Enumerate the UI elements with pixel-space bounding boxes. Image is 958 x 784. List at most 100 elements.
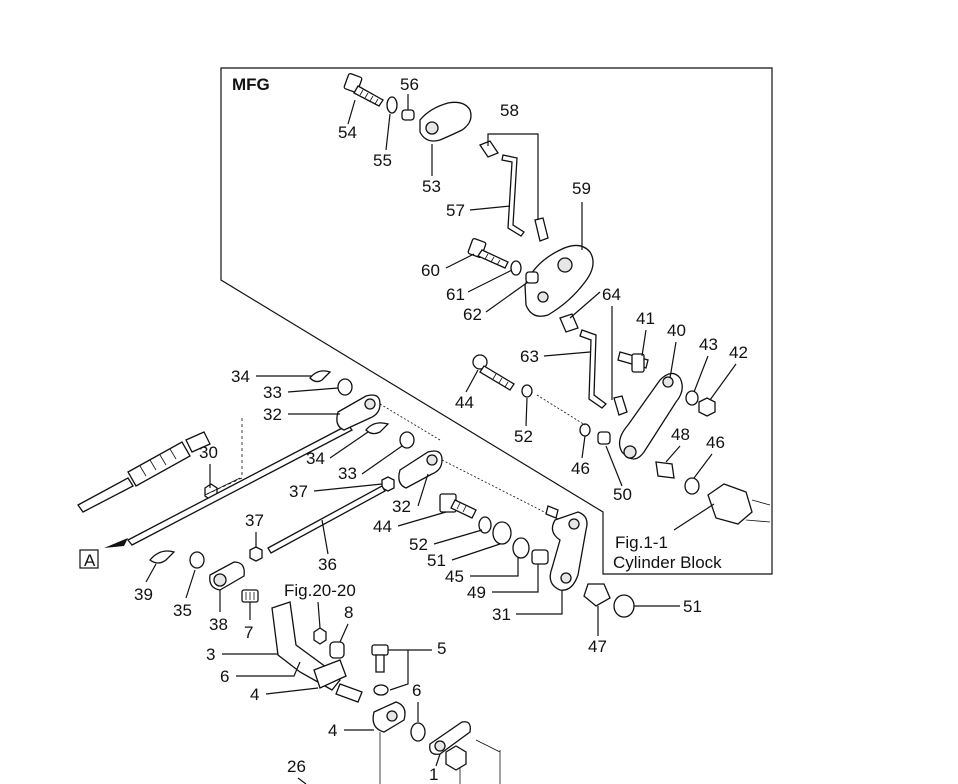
part-bolt-54 bbox=[343, 73, 384, 107]
callout-37: 37 bbox=[289, 482, 308, 501]
part-washer-6b bbox=[410, 722, 426, 742]
callout-34: 34 bbox=[231, 367, 250, 386]
inset-frame bbox=[220, 67, 773, 575]
callout-1: 1 bbox=[429, 765, 438, 784]
callout-30: 30 bbox=[199, 443, 218, 462]
part-rod-36 bbox=[267, 485, 386, 554]
callout-64: 64 bbox=[602, 285, 621, 304]
inset-title: MFG bbox=[232, 75, 270, 94]
callout-51: 51 bbox=[427, 551, 446, 570]
callout-6: 6 bbox=[220, 667, 229, 686]
part-nut-1 bbox=[445, 745, 467, 771]
part-collar-62 bbox=[525, 271, 539, 284]
callout-43: 43 bbox=[699, 335, 718, 354]
part-washer-35 bbox=[189, 551, 205, 569]
part-clip-64b bbox=[613, 395, 628, 416]
part-bushing-48 bbox=[655, 461, 675, 479]
part-collar-56 bbox=[401, 109, 415, 121]
part-cable-30 bbox=[77, 431, 218, 513]
callout-4: 4 bbox=[250, 685, 259, 704]
part-collar-50 bbox=[597, 431, 611, 445]
callout-3: 3 bbox=[206, 645, 215, 664]
callout-33: 33 bbox=[263, 383, 282, 402]
callout-62: 62 bbox=[463, 305, 482, 324]
callout-46b: 46 bbox=[706, 433, 725, 452]
part-washer-46b bbox=[684, 477, 700, 495]
part-washer-51 bbox=[492, 521, 512, 545]
part-clip-39 bbox=[149, 550, 176, 564]
callout-5: 5 bbox=[437, 639, 446, 658]
part-collar-8 bbox=[329, 641, 345, 659]
section-arrow bbox=[104, 538, 128, 548]
part-washer-61 bbox=[510, 260, 522, 276]
callout-44b: 44 bbox=[373, 517, 392, 536]
part-rod-57 bbox=[501, 154, 525, 237]
callout-55: 55 bbox=[373, 151, 392, 170]
callout-45: 45 bbox=[445, 567, 464, 586]
part-stud-41 bbox=[617, 351, 649, 373]
callout-52b: 52 bbox=[409, 535, 428, 554]
callout-51b: 51 bbox=[683, 597, 702, 616]
callout-35: 35 bbox=[173, 601, 192, 620]
part-collar-49 bbox=[531, 549, 549, 565]
part-stud-7 bbox=[241, 589, 259, 603]
callout-41: 41 bbox=[636, 309, 655, 328]
part-bolt-44 bbox=[439, 493, 477, 519]
part-washer-52b bbox=[478, 516, 492, 534]
part-washer-55 bbox=[386, 96, 398, 114]
part-lever-31 bbox=[549, 511, 588, 591]
callouts: 54 56 55 53 58 57 59 60 61 62 64 41 40 4… bbox=[134, 75, 748, 784]
callout-33b: 33 bbox=[338, 464, 357, 483]
callout-44: 44 bbox=[455, 393, 474, 412]
callout-fig20: Fig.20-20 bbox=[284, 581, 356, 600]
part-washer-52 bbox=[521, 384, 533, 398]
ref-cylinder-block: Cylinder Block bbox=[613, 553, 722, 572]
callout-58: 58 bbox=[500, 101, 519, 120]
callout-26: 26 bbox=[287, 757, 306, 776]
callout-61: 61 bbox=[446, 285, 465, 304]
callout-52: 52 bbox=[514, 427, 533, 446]
callout-63: 63 bbox=[520, 347, 539, 366]
callout-42: 42 bbox=[729, 343, 748, 362]
callout-50: 50 bbox=[613, 485, 632, 504]
part-rod-main bbox=[126, 424, 354, 546]
part-bolt-60 bbox=[467, 238, 509, 269]
callout-39: 39 bbox=[134, 585, 153, 604]
callout-32: 32 bbox=[263, 405, 282, 424]
callout-32b: 32 bbox=[392, 497, 411, 516]
callout-54: 54 bbox=[338, 123, 357, 142]
callout-34b: 34 bbox=[306, 449, 325, 468]
callout-36: 36 bbox=[318, 555, 337, 574]
callout-8: 8 bbox=[344, 603, 353, 622]
part-link-40 bbox=[618, 372, 683, 460]
part-lever-53 bbox=[419, 101, 472, 142]
callout-60: 60 bbox=[421, 261, 440, 280]
part-washer-33b bbox=[399, 431, 415, 449]
callout-40: 40 bbox=[667, 321, 686, 340]
part-washer-46 bbox=[579, 423, 591, 437]
callout-31: 31 bbox=[492, 605, 511, 624]
part-nut-37b bbox=[249, 546, 263, 562]
part-clip-64 bbox=[559, 313, 579, 333]
callout-46: 46 bbox=[571, 459, 590, 478]
callout-59: 59 bbox=[572, 179, 591, 198]
callout-47: 47 bbox=[588, 637, 607, 656]
part-washer-5 bbox=[373, 684, 389, 696]
callout-57: 57 bbox=[446, 201, 465, 220]
section-box bbox=[79, 549, 99, 569]
callout-7: 7 bbox=[244, 623, 253, 642]
part-cylinder-block bbox=[707, 483, 753, 525]
callout-38: 38 bbox=[209, 615, 228, 634]
part-clip-34b bbox=[365, 422, 390, 435]
part-washer-43 bbox=[685, 390, 699, 406]
callout-6b: 6 bbox=[412, 681, 421, 700]
part-joint-4 bbox=[313, 659, 347, 689]
callout-49: 49 bbox=[467, 583, 486, 602]
part-rod-63 bbox=[579, 329, 607, 409]
callout-37b: 37 bbox=[245, 511, 264, 530]
part-clip-34 bbox=[309, 370, 332, 383]
part-clip-58b bbox=[534, 217, 549, 242]
part-link-58 bbox=[479, 140, 499, 158]
part-bolt-44-upper bbox=[472, 354, 515, 391]
